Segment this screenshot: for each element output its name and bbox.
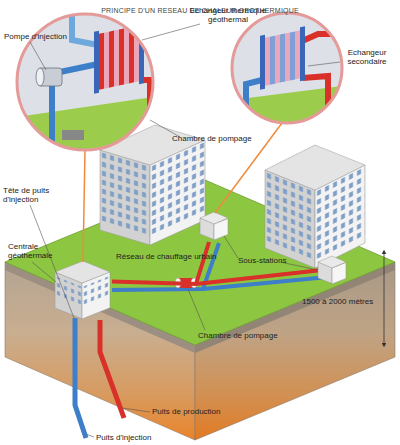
exchanger-plate bbox=[285, 32, 290, 81]
magnifier-ring bbox=[232, 13, 342, 123]
leader-line bbox=[32, 262, 56, 282]
injection-pump bbox=[36, 68, 44, 86]
substation-roof bbox=[318, 256, 346, 268]
callout-label: Chambre de pompage bbox=[172, 134, 262, 143]
exchanger-plate bbox=[114, 30, 119, 87]
exchanger-frame bbox=[260, 35, 265, 90]
leader-line bbox=[224, 236, 238, 258]
pumping-chamber bbox=[191, 278, 197, 288]
exchanger-plate bbox=[99, 33, 104, 90]
leader-line bbox=[86, 434, 94, 437]
node-label: Sous-stations bbox=[238, 256, 308, 265]
callout-label: Puits d'injection bbox=[96, 433, 176, 442]
pipe bbox=[49, 86, 55, 160]
substation-roof bbox=[200, 212, 228, 224]
substation bbox=[200, 212, 228, 240]
building-wall bbox=[100, 150, 150, 245]
leader-line bbox=[30, 42, 46, 70]
leader-line bbox=[30, 205, 74, 318]
pumping-chamber bbox=[175, 278, 181, 288]
callout-label: Echangeur thermique géothermal bbox=[186, 6, 270, 24]
depth-dimension bbox=[384, 252, 385, 345]
node-label: Centrale géothermale bbox=[8, 242, 60, 260]
pipe bbox=[60, 64, 98, 72]
network-pipe bbox=[112, 242, 209, 284]
exchanger-plate bbox=[280, 34, 285, 83]
callout-label: Pompe d'injection bbox=[4, 32, 84, 41]
callout-label: Echangeur secondaire bbox=[336, 48, 398, 66]
exchanger-plate bbox=[109, 31, 114, 88]
plant-roof bbox=[55, 261, 110, 283]
well-head bbox=[62, 130, 84, 140]
exchanger-plate bbox=[275, 35, 280, 84]
exchanger-plate bbox=[119, 28, 124, 85]
leader-line bbox=[122, 408, 150, 412]
exchanger-plate bbox=[270, 36, 275, 85]
substation-box: Sous-stations bbox=[198, 210, 230, 242]
magnifier-leader bbox=[83, 150, 85, 262]
substation bbox=[318, 256, 346, 284]
callout-label: Puits de production bbox=[152, 407, 242, 416]
callout-label: Chambre de pompage bbox=[198, 331, 288, 340]
return-pipe bbox=[203, 277, 328, 289]
pipe bbox=[122, 80, 150, 160]
exchanger-frame bbox=[300, 26, 305, 81]
exchanger-plate bbox=[265, 37, 270, 86]
exchanger-plate bbox=[295, 30, 300, 79]
building bbox=[265, 145, 365, 268]
building-roof bbox=[265, 145, 365, 190]
injection-well bbox=[75, 318, 86, 438]
chamber-wall bbox=[232, 13, 342, 123]
exchanger-frame bbox=[94, 31, 99, 94]
production-well bbox=[100, 320, 124, 418]
plant-box: Centrale géothermale bbox=[8, 240, 112, 320]
pipe-label: Réseau de chauffage urbain bbox=[116, 252, 232, 261]
leader-line bbox=[308, 62, 340, 66]
exchanger-plate bbox=[104, 32, 109, 89]
exchanger-plate bbox=[290, 31, 295, 80]
leader-line bbox=[188, 289, 205, 330]
magnifier-detail bbox=[232, 13, 342, 123]
depth-dimension-label: 1500 à 2000 mètres bbox=[302, 297, 380, 306]
exchanger-plate bbox=[124, 27, 129, 84]
leader-line bbox=[142, 24, 200, 40]
exchanger-frame bbox=[139, 21, 144, 84]
building-windows bbox=[100, 150, 150, 237]
callout-label: Tête de puits d'injection bbox=[3, 186, 67, 204]
